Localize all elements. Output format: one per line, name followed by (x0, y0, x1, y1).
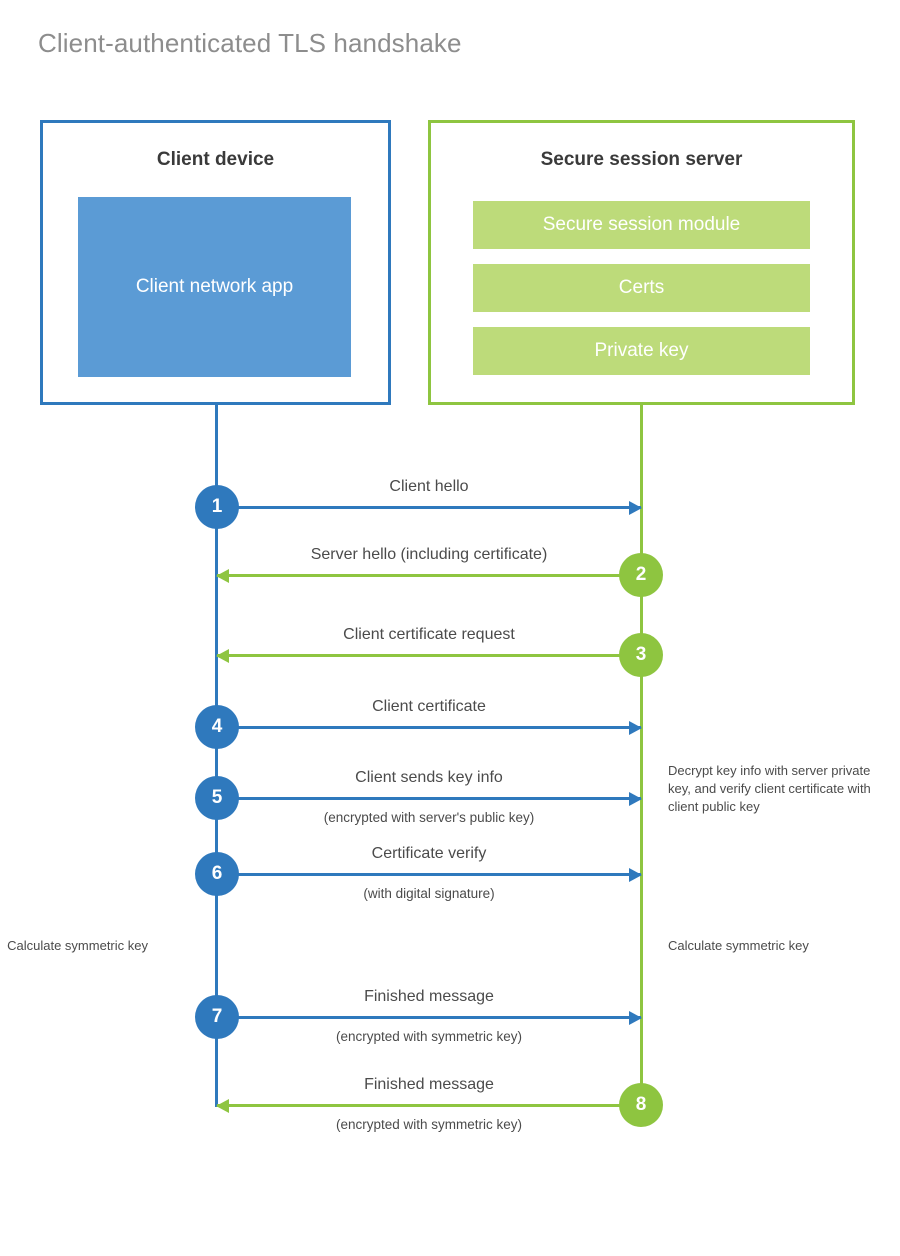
message-arrow-to-server (217, 500, 642, 515)
step-circle-7[interactable]: 7 (195, 995, 239, 1039)
message-sublabel: (with digital signature) (363, 886, 495, 901)
secure-session-server-title: Secure session server (540, 149, 743, 170)
step-circle-4[interactable]: 4 (195, 705, 239, 749)
step-circle-1[interactable]: 1 (195, 485, 239, 529)
message-label: Certificate verify (371, 845, 487, 862)
message-label: Finished message (364, 1076, 494, 1093)
step-circle-8[interactable]: 8 (619, 1083, 663, 1127)
server-lifeline (640, 405, 643, 1107)
step-circle-5[interactable]: 5 (195, 776, 239, 820)
step-circle-6[interactable]: 6 (195, 852, 239, 896)
page-title: Client-authenticated TLS handshake (38, 28, 462, 58)
message-arrow-to-client (216, 1098, 641, 1113)
client-device-box: Client device Client network app (40, 120, 391, 405)
message-sublabel: (encrypted with server's public key) (323, 810, 535, 825)
message-sublabel: (encrypted with symmetric key) (335, 1117, 523, 1132)
client-network-app-block: Client network app (78, 197, 351, 377)
message-arrow-to-server (217, 1010, 642, 1025)
message-arrow-to-server (217, 791, 642, 806)
client-lifeline (215, 405, 218, 1107)
message-label: Client certificate request (343, 626, 515, 643)
message-label: Server hello (including certificate) (310, 546, 548, 563)
message-arrow-to-server (217, 720, 642, 735)
server-component-secure-session-module: Secure session module (473, 201, 810, 249)
message-arrow-to-client (216, 568, 641, 583)
message-arrow-to-client (216, 648, 641, 663)
message-label: Client hello (389, 478, 469, 495)
message-sublabel: (encrypted with symmetric key) (335, 1029, 523, 1044)
note-server-calculate-symmetric-key: Calculate symmetric key (668, 938, 809, 953)
message-label: Client certificate (372, 698, 486, 715)
message-arrow-to-server (217, 867, 642, 882)
note-server-decrypt: Decrypt key info with server private key… (668, 763, 871, 814)
note-client-calculate-symmetric-key: Calculate symmetric key (7, 938, 148, 953)
message-label: Client sends key info (355, 769, 503, 786)
server-component-certs: Certs (473, 264, 810, 312)
client-device-title: Client device (156, 149, 275, 170)
message-label: Finished message (364, 988, 494, 1005)
step-circle-2[interactable]: 2 (619, 553, 663, 597)
step-circle-3[interactable]: 3 (619, 633, 663, 677)
secure-session-server-box: Secure session server Secure session mod… (428, 120, 855, 405)
server-component-private-key: Private key (473, 327, 810, 375)
